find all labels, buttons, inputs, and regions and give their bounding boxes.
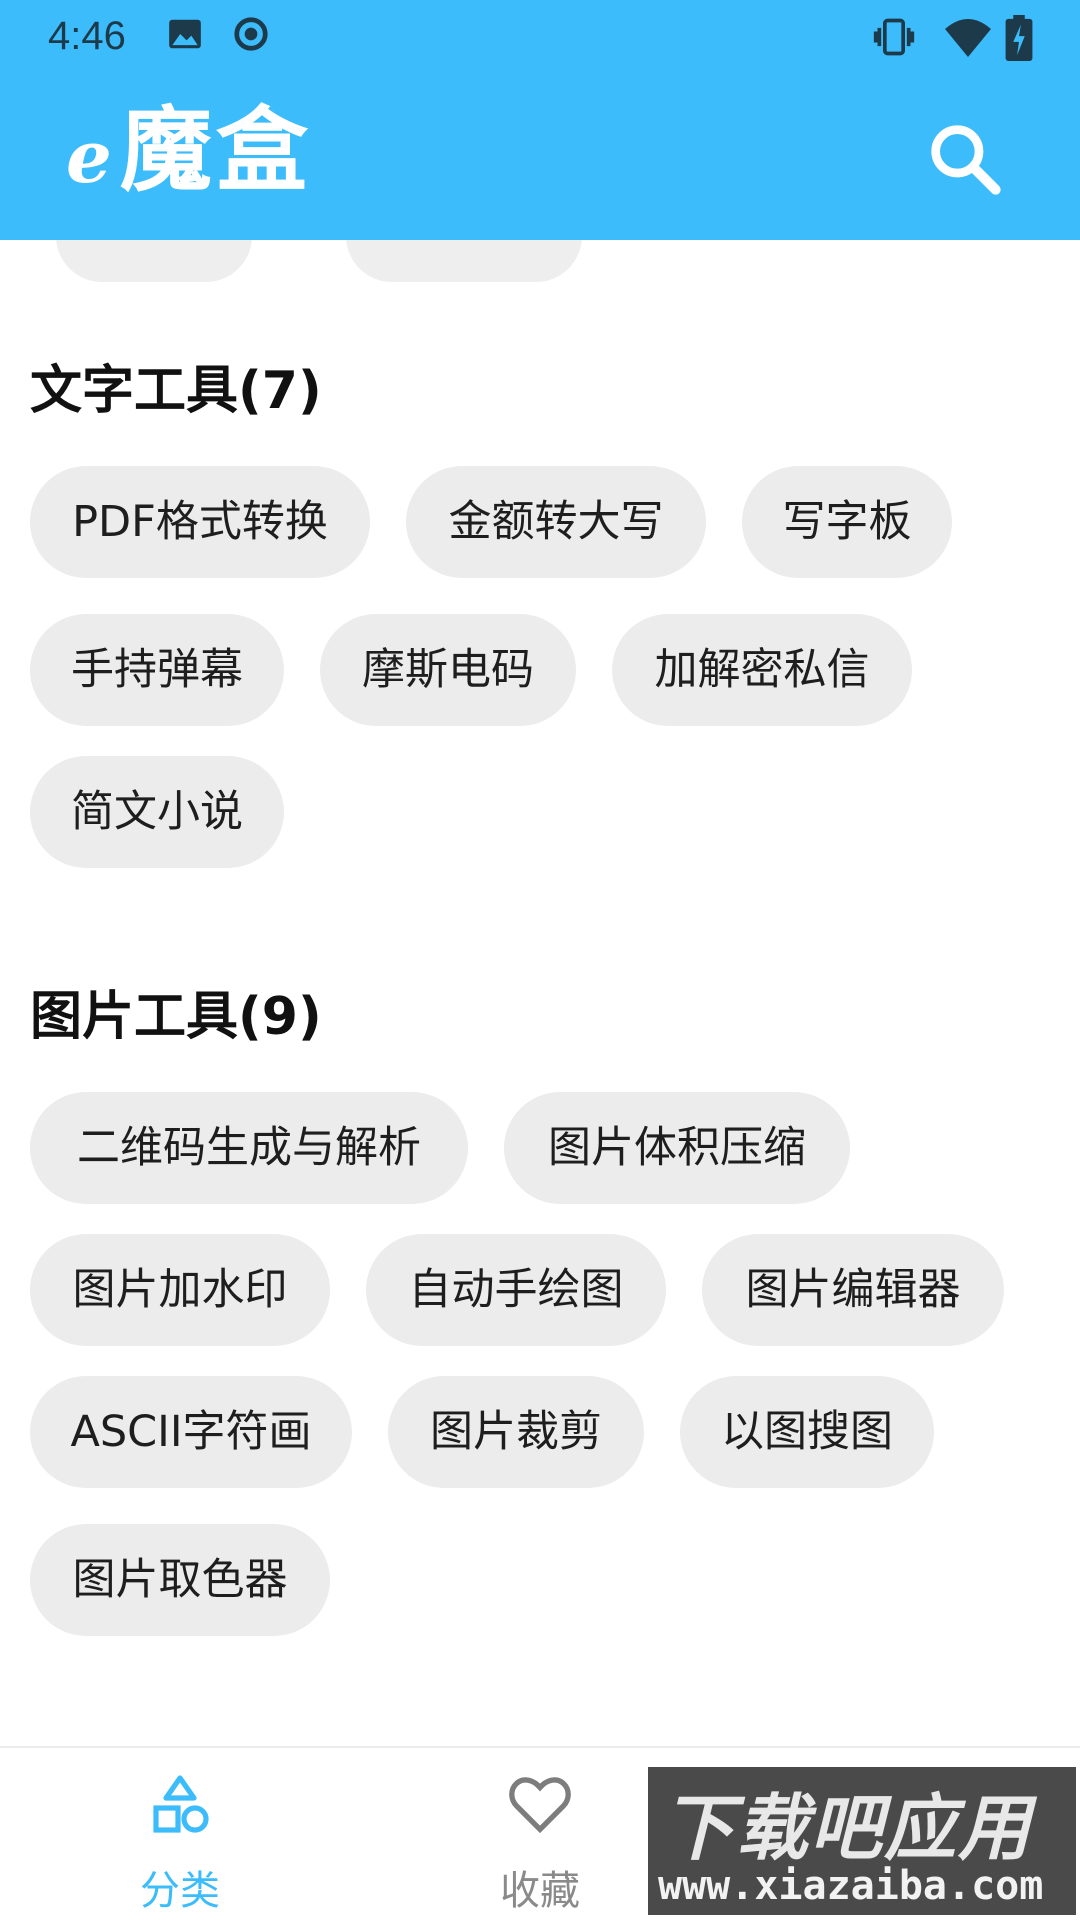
watermark-url: www.xiazaiba.com	[658, 1863, 1044, 1909]
wifi-icon	[945, 19, 991, 57]
tool-chip-handheld-danmaku[interactable]: 手持弹幕	[30, 614, 284, 726]
tool-chip-image-editor[interactable]: 图片编辑器	[702, 1234, 1004, 1346]
tool-chip-reverse-image-search[interactable]: 以图搜图	[680, 1376, 934, 1488]
tool-chip-ascii-art[interactable]: ASCII字符画	[30, 1376, 352, 1488]
search-icon[interactable]	[924, 118, 1004, 198]
tool-list[interactable]: 文字工具(7) PDF格式转换 金额转大写 写字板 手持弹幕 摩斯电码 加解密私…	[0, 240, 1080, 1746]
status-bar: 4:46	[0, 0, 1080, 75]
tool-chip-qrcode[interactable]: 二维码生成与解析	[30, 1092, 468, 1204]
nav-item-favorites[interactable]: 收藏	[390, 1748, 690, 1922]
nav-item-category[interactable]: 分类	[30, 1748, 330, 1922]
site-watermark: 下载吧应用 www.xiazaiba.com	[648, 1767, 1076, 1915]
tool-chip-short-novel[interactable]: 简文小说	[30, 756, 284, 868]
app-logo: e魔盒	[66, 96, 312, 204]
nav-label-category: 分类	[140, 1868, 220, 1914]
battery-icon	[1005, 15, 1033, 61]
tool-chip-image-watermark[interactable]: 图片加水印	[30, 1234, 330, 1346]
vibrate-icon	[873, 18, 915, 56]
tool-chip-amount-uppercase[interactable]: 金额转大写	[406, 466, 706, 578]
tool-chip-pdf-convert[interactable]: PDF格式转换	[30, 466, 370, 578]
tool-chip-color-picker[interactable]: 图片取色器	[30, 1524, 330, 1636]
tool-chip-image-compress[interactable]: 图片体积压缩	[504, 1092, 850, 1204]
category-chip-hidden[interactable]	[346, 240, 582, 282]
app-bar: 4:46 e魔盒	[0, 0, 1080, 240]
status-time: 4:46	[48, 14, 126, 58]
record-notification-icon	[234, 17, 268, 51]
tool-chip-image-crop[interactable]: 图片裁剪	[388, 1376, 644, 1488]
tool-chip-writing-board[interactable]: 写字板	[742, 466, 952, 578]
image-notification-icon	[169, 19, 201, 49]
heart-icon	[509, 1777, 571, 1834]
shapes-icon	[153, 1775, 209, 1833]
nav-label-favorites: 收藏	[500, 1868, 580, 1914]
tool-chip-morse-code[interactable]: 摩斯电码	[320, 614, 576, 726]
section-title-image-tools: 图片工具(9)	[30, 987, 322, 1047]
category-chip-hidden[interactable]	[56, 240, 252, 282]
tool-chip-auto-sketch[interactable]: 自动手绘图	[366, 1234, 666, 1346]
watermark-title: 下载吧应用	[662, 1786, 1033, 1870]
section-title-text-tools: 文字工具(7)	[30, 361, 322, 421]
tool-chip-encrypt-message[interactable]: 加解密私信	[612, 614, 912, 726]
